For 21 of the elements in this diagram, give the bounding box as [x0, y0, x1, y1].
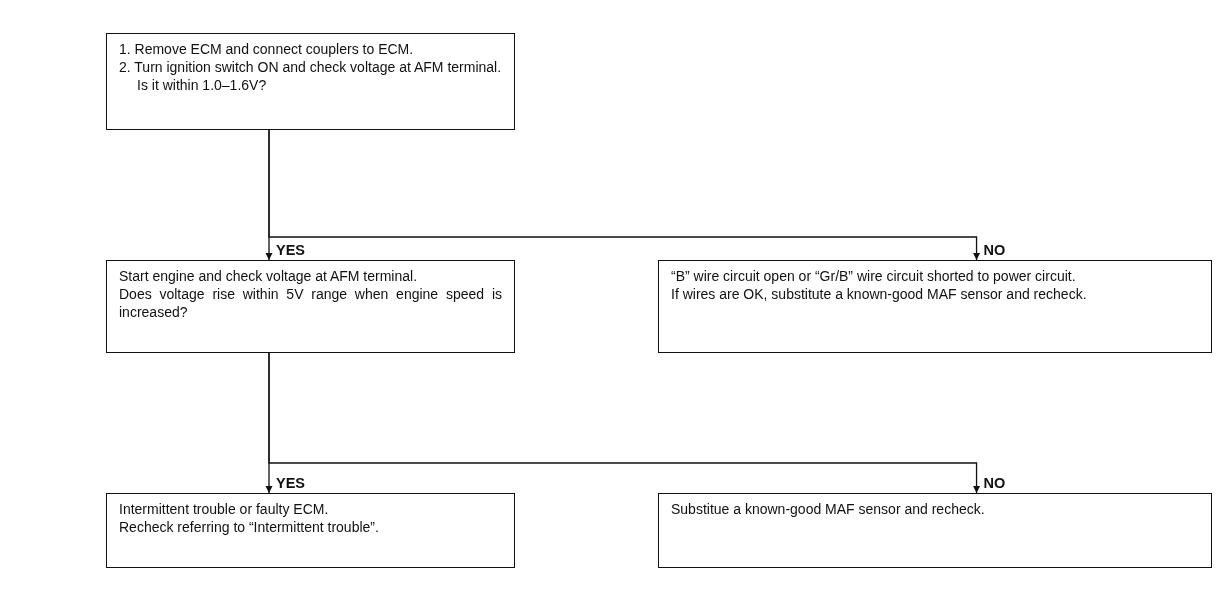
arrow [268, 129, 981, 261]
box-text: “B” wire circuit open or “Gr/B” wire circuit shorted to power circuit. [671, 267, 1077, 285]
box-text: 2. Turn ignition switch ON and check voltage at AFM terminal. [119, 58, 502, 76]
edge-label: YES [274, 242, 307, 258]
process-box [106, 493, 515, 568]
process-box [106, 33, 515, 130]
process-box [658, 260, 1212, 353]
edge-label: NO [981, 475, 1008, 491]
box-text: If wires are OK, substitute a known-good MAF sensor and recheck. [671, 285, 1088, 303]
box-text: 1. Remove ECM and connect couplers to ECM. [119, 40, 415, 58]
arrow [268, 352, 981, 494]
box-text: Start engine and check voltage at AFM terminal. [119, 267, 419, 285]
process-box [658, 493, 1212, 568]
box-text: Intermittent trouble or faulty ECM. [119, 500, 330, 518]
edge-label: NO [981, 242, 1008, 258]
box-text: Substitue a known-good MAF sensor and recheck. [671, 500, 986, 518]
edge-label: YES [274, 475, 307, 491]
box-text: Is it within 1.0–1.6V? [137, 76, 268, 94]
box-text: Does voltage rise within 5V range when engine speed is increased? [119, 285, 502, 321]
box-text: Recheck referring to “Intermittent trouble”. [119, 518, 380, 536]
process-box [106, 260, 515, 353]
